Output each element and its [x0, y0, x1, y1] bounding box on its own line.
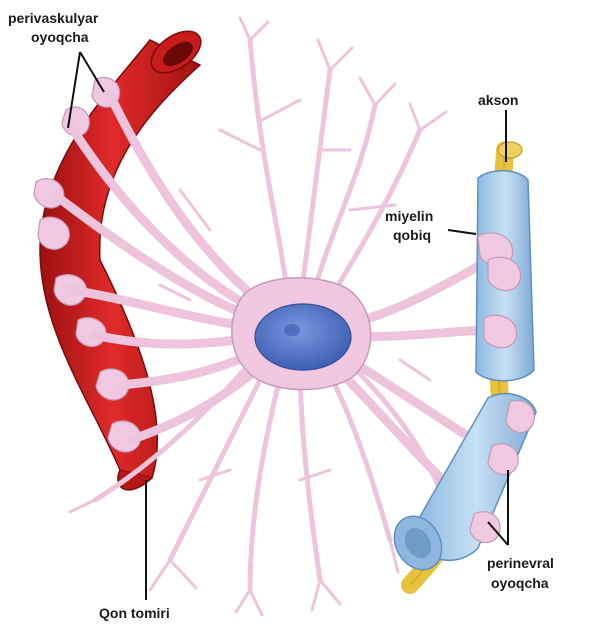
perivascular-label-line2: oyoqcha [31, 29, 89, 46]
axon-label: akson [478, 92, 518, 109]
perineural-label-line2: oyoqcha [491, 575, 549, 592]
nucleus [255, 304, 351, 370]
myelin-label-line1: miyelin [385, 208, 433, 225]
myelin-label-line2: qobiq [393, 227, 431, 244]
perineural-label-line1: perinevral [487, 555, 554, 572]
blood-vessel-label: Qon tomiri [99, 605, 170, 622]
leader-miyelin [448, 230, 476, 234]
leader-perivascular-b [80, 52, 104, 92]
astrocyte-cell-body [232, 278, 371, 390]
perivascular-label-line1: perivaskulyar [8, 10, 98, 27]
